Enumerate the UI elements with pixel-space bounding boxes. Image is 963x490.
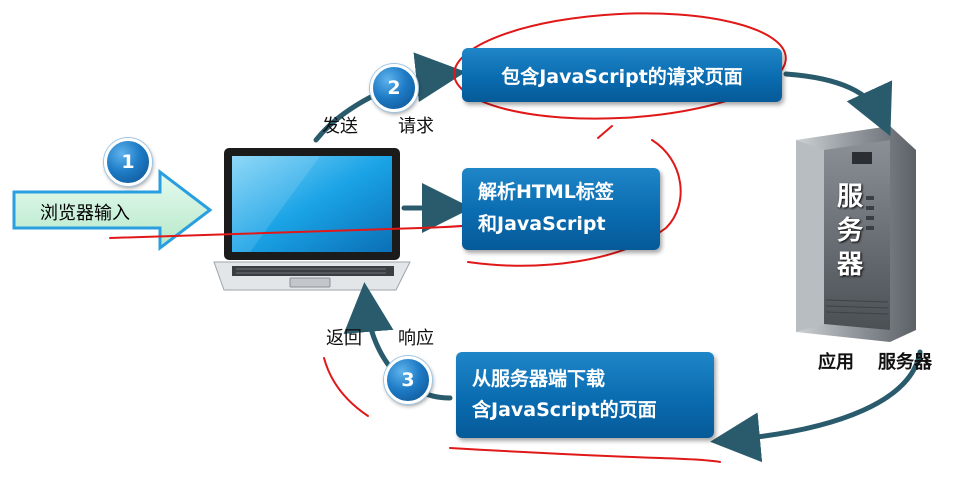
red-underline-input xyxy=(109,223,479,239)
box-download-line2: 含JavaScript的页面 xyxy=(472,399,657,421)
server-char: 器 xyxy=(836,250,863,280)
server-caption-server: 服务器 xyxy=(878,352,932,373)
box-parse-line2: 和JavaScript xyxy=(478,213,606,235)
step-badge-3: 3 xyxy=(384,356,432,404)
box-parse-line1: 解析HTML标签 xyxy=(478,181,614,203)
label-request: 请求 xyxy=(398,116,434,137)
laptop-icon xyxy=(213,148,411,291)
box-download-line1: 从服务器端下载 xyxy=(472,368,606,390)
label-response: 响应 xyxy=(398,328,434,349)
browser-input-arrow xyxy=(12,168,213,252)
server-vertical-label: 服 务 器 xyxy=(832,180,868,282)
browser-input-label: 浏览器输入 xyxy=(40,203,130,224)
red-tick-top xyxy=(597,125,613,139)
red-curve-return xyxy=(323,357,369,417)
step-badge-2: 2 xyxy=(370,64,418,112)
server-caption-app: 应用 xyxy=(818,352,854,373)
label-send: 发送 xyxy=(322,116,358,137)
label-return: 返回 xyxy=(326,328,362,349)
step-badge-1: 1 xyxy=(104,138,152,186)
server-char: 服 xyxy=(836,182,863,212)
server-char: 务 xyxy=(836,216,863,246)
red-circle-top-box xyxy=(453,12,787,120)
red-underline-bottom-box xyxy=(449,447,721,463)
box-parse: 解析HTML标签 和JavaScript xyxy=(462,168,660,250)
box-request-page-text: 包含JavaScript的请求页面 xyxy=(501,65,743,88)
server-icon xyxy=(796,126,916,342)
arrow-request xyxy=(313,52,466,143)
arrow-to-server xyxy=(783,71,893,137)
box-download: 从服务器端下载 含JavaScript的页面 xyxy=(456,352,714,438)
arrow-from-server xyxy=(710,349,923,463)
box-request-page: 包含JavaScript的请求页面 xyxy=(462,48,782,102)
